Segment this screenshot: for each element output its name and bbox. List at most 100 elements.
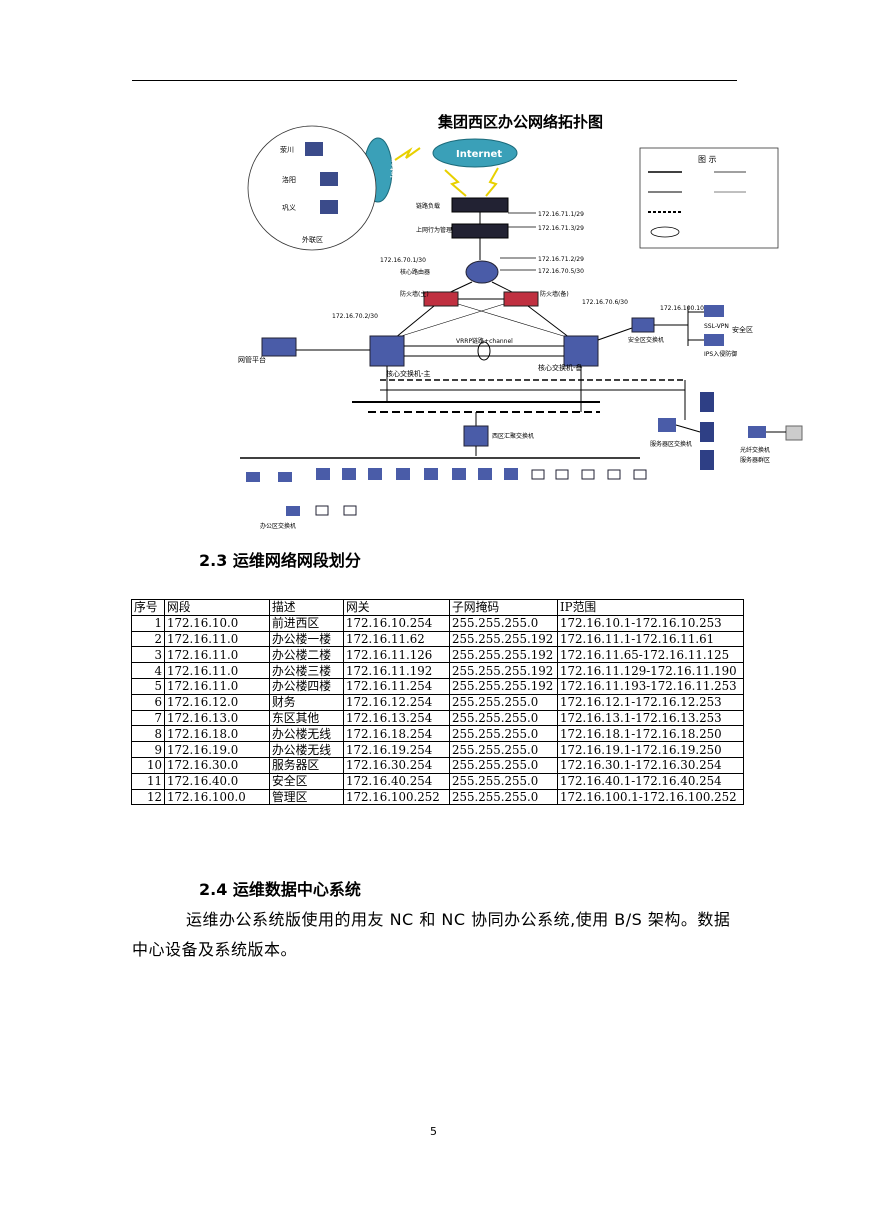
table-cell: 172.16.13.1-172.16.13.253 (557, 709, 744, 727)
table-cell: 172.16.10.0 (164, 614, 270, 632)
trunk-bundle (477, 341, 491, 361)
table-cell: 255.255.255.0 (449, 693, 558, 711)
extranet-zone-label: 外联区 (302, 235, 323, 244)
table-cell: 172.16.12.0 (164, 693, 270, 711)
section-2-4-title: 2.4 运维数据中心系统 (199, 880, 361, 899)
behavior-mgmt-label: 上网行为管理 (416, 226, 452, 234)
legend-box (639, 147, 779, 249)
table-cell: 办公楼四楼 (269, 677, 344, 695)
table-cell: 172.16.19.254 (343, 741, 450, 758)
table-cell: 172.16.11.126 (343, 646, 450, 664)
table-cell: 172.16.18.1-172.16.18.250 (557, 725, 744, 743)
table-cell: 255.255.255.0 (449, 788, 558, 806)
ip-label-5: 172.16.70.1/30 (380, 257, 426, 264)
fw-main-label: 防火墙(主) (400, 290, 429, 298)
core-switch-main (369, 335, 405, 367)
wan-link-3 (485, 167, 499, 197)
table-cell: 9 (131, 741, 165, 758)
trunk-label: VRRP链路+channel (456, 337, 513, 345)
header-rule (132, 80, 737, 81)
link-fw1-sw2 (457, 303, 571, 339)
table-cell: 办公楼二楼 (269, 646, 344, 664)
table-cell: 12 (131, 788, 165, 806)
access-switch-row (246, 468, 647, 516)
section-2-3-title: 2.3 运维网络网段划分 (199, 551, 361, 570)
col-header: 描述 (269, 599, 344, 616)
table-cell: 前进西区 (269, 614, 344, 632)
storage-device (785, 425, 803, 441)
table-cell: 办公楼无线 (269, 725, 344, 743)
table-cell: 172.16.11.254 (343, 677, 450, 695)
table-cell: 管理区 (269, 788, 344, 806)
internet-cloud-label: Internet (456, 149, 502, 160)
table-cell: 服务器区 (269, 756, 344, 774)
table-cell: 172.16.18.0 (164, 725, 270, 743)
table-cell: 172.16.11.65-172.16.11.125 (557, 646, 744, 664)
legend-ellipse (650, 226, 680, 238)
wan-link-1 (394, 147, 421, 161)
optical-sw-label: 光纤交换机 (740, 446, 770, 454)
col-header: 网段 (164, 599, 270, 616)
table-cell: 172.16.30.0 (164, 756, 270, 774)
link-fw2-sw2 (527, 305, 571, 339)
table-cell: 255.255.255.192 (449, 646, 558, 664)
table-cell: 172.16.11.0 (164, 630, 270, 648)
office-sw-label: 办公区交换机 (260, 522, 296, 530)
fw-backup-label: 防火墙(备) (540, 290, 569, 298)
ssl-vpn-device (704, 305, 724, 317)
diagram-title: 集团西区办公网络拓扑图 (437, 113, 603, 131)
table-cell: 10 (131, 756, 165, 774)
ip-label-8: 172.16.100.10 (660, 305, 704, 312)
col-header: IP范围 (557, 599, 744, 616)
table-cell: 255.255.255.0 (449, 709, 558, 727)
table-cell: 172.16.13.254 (343, 709, 450, 727)
site-c-label: 巩义 (282, 204, 296, 212)
link-server-sw (675, 424, 701, 433)
site-c-device (320, 200, 338, 214)
ip-label-3: 172.16.71.2/29 (538, 256, 584, 263)
col-header: 网关 (343, 599, 450, 616)
behavior-mgmt-device (451, 223, 509, 239)
core-router (465, 260, 499, 284)
table-cell: 172.16.11.129-172.16.11.190 (557, 662, 744, 679)
ip-label-6: 172.16.70.2/30 (332, 313, 378, 320)
table-cell: 255.255.255.192 (449, 630, 558, 648)
west-agg-label: 西区汇聚交换机 (492, 432, 534, 440)
network-topology-diagram: 集团西区办公网络拓扑图 图 示 Internet Internet 荥川 洛阳 … (220, 100, 810, 530)
table-cell: 172.16.11.0 (164, 677, 270, 695)
table-cell: 255.255.255.0 (449, 741, 558, 758)
site-a-device (305, 142, 323, 156)
server-2 (700, 422, 714, 442)
ip-label-2: 172.16.71.3/29 (538, 225, 584, 232)
table-cell: 255.255.255.0 (449, 772, 558, 790)
table-cell: 172.16.100.1-172.16.100.252 (557, 788, 744, 806)
table-cell: 5 (131, 677, 165, 695)
site-b-label: 洛阳 (282, 175, 296, 184)
table-cell: 172.16.12.254 (343, 693, 450, 711)
link-fw1-sw1 (394, 305, 435, 339)
server-switch (658, 418, 676, 432)
table-cell: 172.16.100.252 (343, 788, 450, 806)
table-cell: 172.16.11.193-172.16.11.253 (557, 677, 744, 695)
security-zone-label: 安全区 (732, 325, 753, 334)
table-cell: 2 (131, 630, 165, 648)
table-cell: 11 (131, 772, 165, 790)
server-sw-label: 服务器区交换机 (650, 440, 692, 448)
table-cell: 172.16.19.0 (164, 741, 270, 758)
table-cell: 6 (131, 693, 165, 711)
security-switch (631, 317, 655, 333)
table-cell: 255.255.255.0 (449, 725, 558, 743)
ip-label-4: 172.16.70.5/30 (538, 268, 584, 275)
table-cell: 172.16.19.1-172.16.19.250 (557, 741, 744, 758)
table-cell: 172.16.30.254 (343, 756, 450, 774)
